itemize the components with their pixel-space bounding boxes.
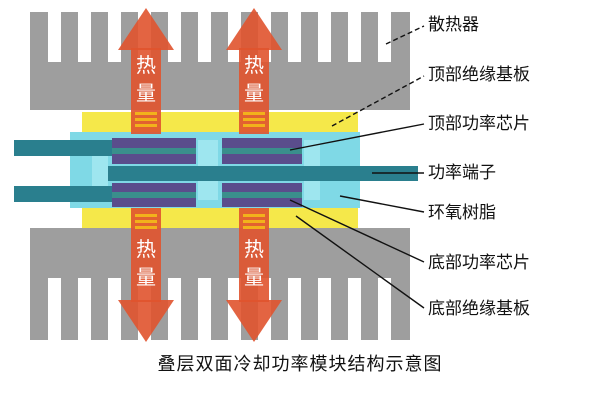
leader-bottom-chip: [289, 199, 425, 263]
leader-heatsink: [385, 25, 425, 45]
label-terminal: 功率端子: [428, 163, 496, 183]
top-substrate: [82, 112, 358, 134]
top-chip-left: [112, 138, 196, 164]
label-epoxy: 环氧树脂: [428, 203, 496, 223]
leader-epoxy: [339, 195, 425, 213]
heat-arrow-top-left: 热 量: [118, 8, 174, 134]
terminal-center: [108, 166, 304, 181]
label-top-substrate: 顶部绝缘基板: [428, 65, 530, 85]
heat-arrow-bottom-left: 热 量: [118, 208, 174, 342]
leader-top-chip: [289, 123, 425, 151]
label-heatsink: 散热器: [428, 15, 479, 35]
heat-arrow-top-right: 热 量: [226, 8, 282, 134]
leader-bottom-substrate: [295, 215, 425, 309]
terminal-left-upper: [14, 140, 112, 156]
label-top-chip: 顶部功率芯片: [428, 114, 530, 134]
heat-char-1: 热: [244, 237, 264, 261]
heat-char-2: 量: [136, 81, 156, 105]
bottom-heatsink: [30, 228, 410, 340]
heat-char-1: 热: [136, 237, 156, 261]
leader-top-substrate: [331, 75, 425, 127]
bottom-chip-left: [112, 183, 196, 207]
label-bottom-substrate: 底部绝缘基板: [428, 299, 530, 319]
terminal-right: [300, 166, 418, 181]
top-heatsink: [30, 12, 410, 110]
heat-char-1: 热: [244, 53, 264, 77]
heat-char-1: 热: [136, 53, 156, 77]
leader-lines: [289, 25, 425, 309]
heat-char-2: 量: [244, 81, 264, 105]
top-chip-right: [222, 138, 302, 164]
label-bottom-chip: 底部功率芯片: [428, 253, 530, 273]
heat-char-2: 量: [136, 265, 156, 289]
terminal-left-lower: [14, 186, 112, 202]
heat-char-2: 量: [244, 265, 264, 289]
heat-arrow-bottom-right: 热 量: [226, 208, 282, 342]
diagram-caption: 叠层双面冷却功率模块结构示意图: [157, 354, 443, 375]
bottom-chip-right: [222, 183, 302, 207]
bottom-substrate: [82, 206, 358, 228]
